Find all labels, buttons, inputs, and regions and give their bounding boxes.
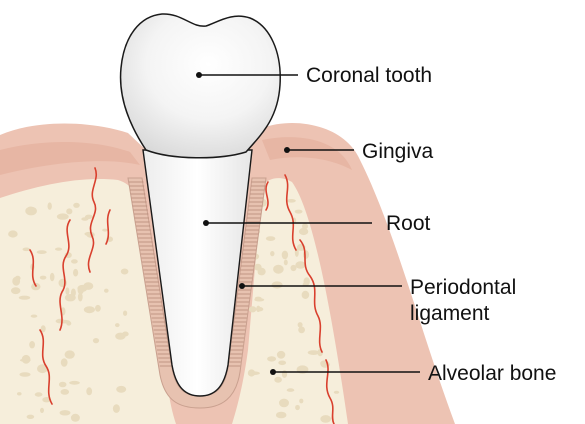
bone-pore xyxy=(95,305,101,312)
bone-pore xyxy=(302,291,310,299)
periodontal-dot xyxy=(239,283,245,289)
bone-pore xyxy=(122,332,129,337)
bone-pore xyxy=(86,387,92,395)
label-alveolar-bone: Alveolar bone xyxy=(428,362,556,385)
coronal-tooth xyxy=(121,14,281,158)
bone-pore xyxy=(37,250,47,254)
bone-pore xyxy=(40,276,47,280)
bone-pore xyxy=(83,282,93,290)
label-ligament: ligament xyxy=(410,302,490,325)
bone-pore xyxy=(298,327,305,334)
bone-pore xyxy=(299,399,303,404)
bone-pore xyxy=(284,260,288,266)
bone-pore xyxy=(17,392,22,395)
bone-pore xyxy=(303,250,309,259)
root-dot xyxy=(203,220,209,226)
bone-pore xyxy=(23,248,31,252)
bone-pore xyxy=(22,355,31,364)
bone-pore xyxy=(334,391,339,394)
bone-pore xyxy=(270,251,274,256)
bone-pore xyxy=(28,207,33,210)
bone-pore xyxy=(287,199,296,203)
bone-pore xyxy=(65,294,76,301)
bone-pore xyxy=(71,259,78,263)
bone-pore xyxy=(71,414,80,422)
bone-pore xyxy=(304,277,310,286)
bone-pore xyxy=(282,251,288,260)
bone-pore xyxy=(11,287,20,294)
bone-pore xyxy=(55,248,62,251)
bone-pore xyxy=(73,269,78,277)
bone-pore xyxy=(249,306,257,312)
bone-pore xyxy=(61,389,70,395)
bone-pore xyxy=(115,323,120,327)
bone-pore xyxy=(93,338,99,343)
bone-pore xyxy=(121,269,129,275)
bone-pore xyxy=(279,399,289,408)
bone-pore xyxy=(287,388,295,392)
bone-pore xyxy=(57,213,69,219)
bone-pore xyxy=(50,273,55,282)
label-coronal-tooth: Coronal tooth xyxy=(306,64,432,87)
bone-pore xyxy=(277,351,285,359)
bone-pore xyxy=(59,382,67,388)
bone-pore xyxy=(61,358,68,367)
bone-pore xyxy=(320,415,331,423)
bone-pore xyxy=(60,410,71,415)
bone-pore xyxy=(278,361,286,366)
bone-pore xyxy=(29,341,35,348)
bone-pore xyxy=(295,210,303,214)
bone-pore xyxy=(73,203,80,208)
bone-pore xyxy=(295,405,300,410)
bone-pore xyxy=(19,296,31,300)
bone-pore xyxy=(84,306,95,313)
bone-pore xyxy=(35,392,43,396)
alveolar-bone-dot xyxy=(270,369,276,375)
bone-pore xyxy=(8,230,18,237)
bone-pore xyxy=(104,289,109,293)
bone-pore xyxy=(258,268,266,276)
gingiva-dot xyxy=(284,147,290,153)
bone-pore xyxy=(66,208,72,214)
bone-pore xyxy=(256,306,260,312)
bone-pore xyxy=(78,293,83,302)
bone-pore xyxy=(266,236,275,241)
bone-pore xyxy=(31,315,38,318)
bone-pore xyxy=(276,412,287,419)
bone-pore xyxy=(69,381,80,385)
label-gingiva: Gingiva xyxy=(362,140,434,163)
bone-pore xyxy=(65,287,69,295)
bone-pore xyxy=(48,202,52,209)
bone-pore xyxy=(255,297,262,301)
bone-pore xyxy=(248,371,260,375)
label-root: Root xyxy=(386,212,431,235)
bone-pore xyxy=(308,350,320,355)
coronal-tooth-dot xyxy=(196,72,202,78)
bone-pore xyxy=(272,281,283,288)
bone-pore xyxy=(27,415,35,419)
bone-pore xyxy=(116,386,126,393)
bone-pore xyxy=(81,217,88,221)
bone-pore xyxy=(295,261,305,269)
bone-pore xyxy=(40,408,44,413)
label-periodontal: Periodontal xyxy=(410,276,516,299)
bone-pore xyxy=(59,320,70,324)
bone-pore xyxy=(123,311,127,316)
bone-pore xyxy=(274,377,282,383)
bone-pore xyxy=(302,223,308,229)
bone-pore xyxy=(299,228,308,235)
bone-pore xyxy=(102,229,107,232)
bone-pore xyxy=(113,404,120,413)
bone-pore xyxy=(65,350,75,358)
bone-pore xyxy=(273,265,284,274)
bone-pore xyxy=(19,372,30,377)
bone-pore xyxy=(267,356,276,361)
bone-pore xyxy=(12,277,20,286)
